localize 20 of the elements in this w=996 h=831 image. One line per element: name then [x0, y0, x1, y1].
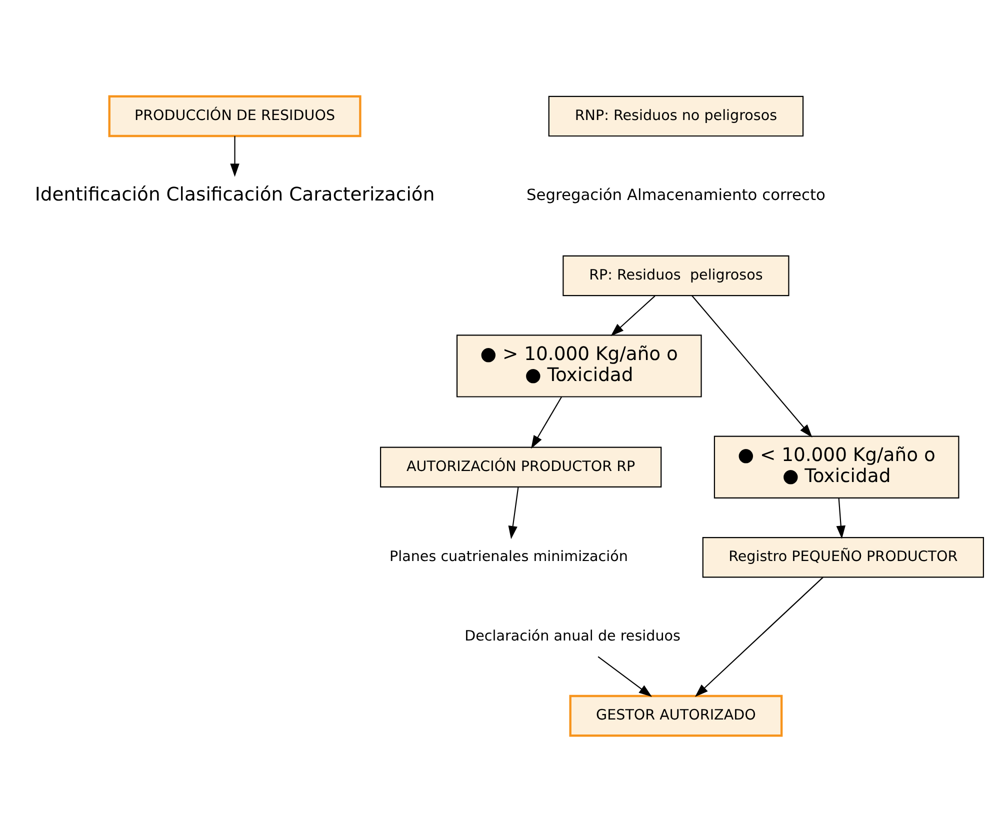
node-box: RNP: Residuos no peligrosos	[548, 95, 804, 136]
node-text: Declaración anual de residuos	[464, 628, 680, 644]
node-box: GESTOR AUTORIZADO	[569, 694, 783, 736]
arrow	[694, 576, 824, 696]
node-box: RP: Residuos peligrosos	[562, 254, 790, 296]
arrow	[531, 396, 562, 448]
arrow	[598, 656, 652, 696]
label: Segregación Almacenamiento correcto	[526, 186, 826, 204]
node-text: Planes cuatrienales minimización	[389, 548, 628, 565]
arrow	[836, 498, 846, 538]
arrow	[692, 294, 812, 437]
arrow	[230, 136, 240, 176]
node-text: Identificación Clasificación Caracterización	[34, 184, 435, 205]
node-box: ● > 10.000 Kg/año o ● Toxicidad	[456, 334, 702, 397]
node-box: PRODUCCIÓN DE RESIDUOS	[108, 94, 362, 137]
node-box: ● < 10.000 Kg/año o ● Toxicidad	[714, 435, 960, 498]
arrow	[610, 295, 656, 336]
node-box: AUTORIZACIÓN PRODUCTOR RP	[380, 446, 662, 487]
node-box: Registro PEQUEÑO PRODUCTOR	[702, 536, 984, 578]
arrow	[508, 486, 519, 539]
